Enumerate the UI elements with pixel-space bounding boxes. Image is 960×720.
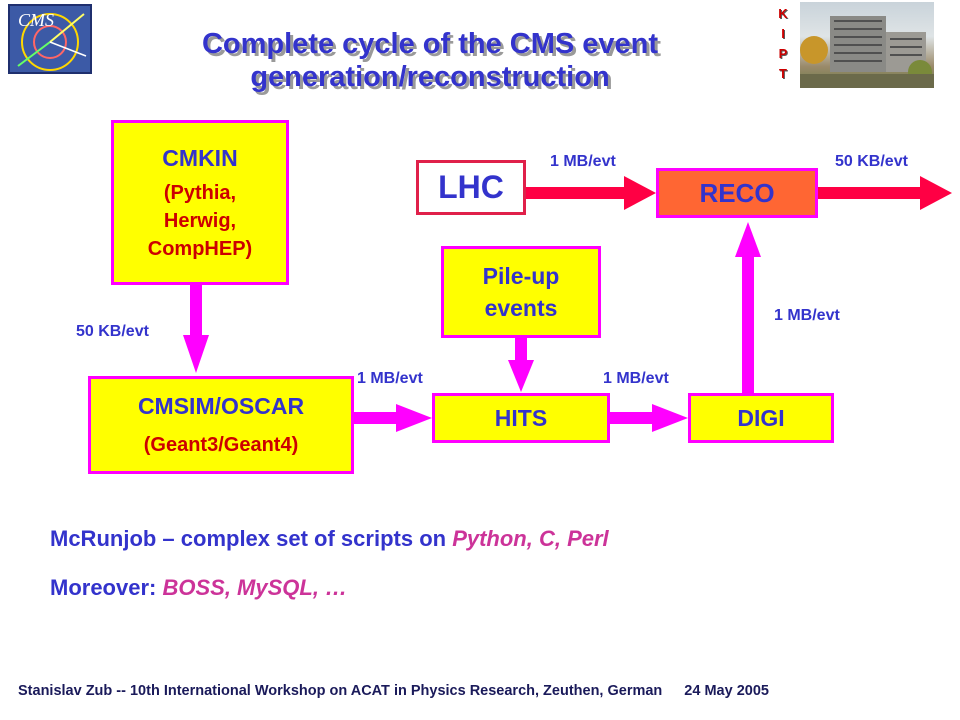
reco-box: RECO: [656, 168, 818, 218]
kipt-letter: T: [779, 66, 787, 81]
cms-logo-text: CMS: [18, 10, 54, 30]
arrowhead-cmkin-to-cmsim: [183, 335, 209, 373]
cmsim-title: CMSIM/OSCAR: [137, 393, 305, 419]
digi-box: DIGI: [688, 393, 834, 443]
arrow-pileup-to-hits: [515, 338, 527, 362]
cmkin-title: CMKIN: [162, 144, 238, 171]
arrowhead-cmsim-to-hits: [396, 404, 432, 432]
kipt-letter: I: [781, 26, 785, 41]
pileup-events-box: Pile-up events: [441, 246, 601, 338]
kipt-letter: P: [778, 46, 788, 61]
arrow-hits-to-digi: [610, 412, 654, 424]
title-line-2: generation/reconstruction: [250, 61, 610, 93]
kipt-letter: K: [778, 6, 788, 21]
rate-lhc-to-reco: 1 MB/evt: [550, 153, 616, 170]
mcrunjob-languages: Python, C, Perl: [452, 526, 609, 551]
cmkin-generators: (Pythia, Herwig, CompHEP): [147, 181, 253, 260]
cms-logo-graphic: [17, 13, 87, 71]
rate-cmsim-to-hits: 1 MB/evt: [357, 370, 423, 387]
hits-box: HITS: [432, 393, 610, 443]
arrowhead-lhc-to-reco: [624, 176, 656, 210]
cmsim-oscar-box: CMSIM/OSCAR (Geant3/Geant4): [88, 376, 354, 474]
cmsim-geant: (Geant3/Geant4): [143, 434, 299, 456]
page-title: Complete cycle of the CMS event generati…: [120, 28, 740, 94]
arrow-cmsim-to-hits: [354, 412, 398, 424]
moreover-text: Moreover:: [50, 575, 163, 600]
kipt-building-photo: [800, 2, 934, 88]
mcrunjob-line: McRunjob – complex set of scripts on Pyt…: [50, 526, 609, 552]
rate-reco-out: 50 KB/evt: [835, 153, 908, 170]
moreover-tools: BOSS, MySQL, …: [162, 575, 348, 600]
arrowhead-digi-to-reco: [735, 222, 761, 257]
arrowhead-hits-to-digi: [652, 404, 688, 432]
arrow-reco-out: [818, 187, 922, 199]
footer-author: Stanislav Zub -- 10th International Work…: [18, 683, 663, 699]
arrowhead-reco-out: [920, 176, 952, 210]
arrow-lhc-to-reco: [526, 187, 626, 199]
footer: Stanislav Zub -- 10th International Work…: [18, 683, 958, 699]
building-photo-graphic: [800, 16, 934, 88]
cmkin-box: CMKIN (Pythia, Herwig, CompHEP): [111, 120, 289, 285]
arrowhead-pileup-to-hits: [508, 360, 534, 392]
rate-hits-to-digi: 1 MB/evt: [603, 370, 669, 387]
lhc-box: LHC: [416, 160, 526, 215]
arrow-digi-to-reco: [742, 255, 754, 393]
moreover-line: Moreover: BOSS, MySQL, …: [50, 575, 347, 601]
footer-date: 24 May 2005: [684, 683, 769, 699]
arrow-cmkin-to-cmsim: [190, 285, 202, 337]
mcrunjob-text: McRunjob – complex set of scripts on: [50, 526, 453, 551]
rate-cmkin-to-cmsim: 50 KB/evt: [76, 323, 149, 340]
cms-logo: CMS: [8, 4, 92, 74]
kipt-logo: K I P T: [775, 4, 791, 84]
title-line-1: Complete cycle of the CMS event: [201, 28, 659, 60]
rate-digi-to-reco: 1 MB/evt: [774, 307, 840, 324]
